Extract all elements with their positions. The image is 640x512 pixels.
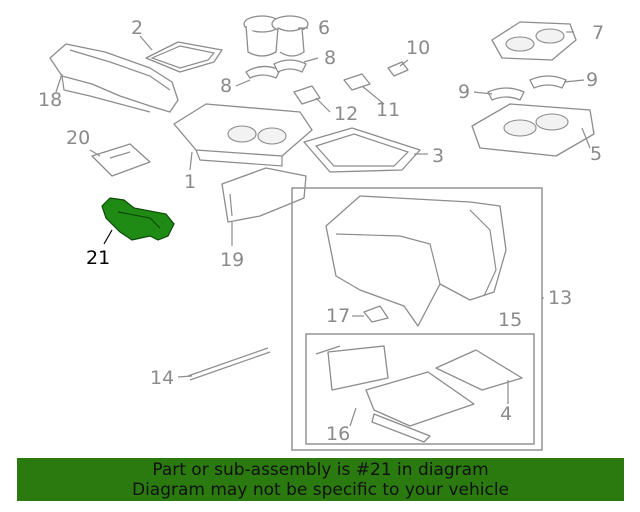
part-5-bezel <box>471 103 595 157</box>
callout-8-left: 8 <box>220 75 232 97</box>
callout-11: 11 <box>376 99 400 121</box>
callout-10: 10 <box>406 37 430 59</box>
callout-15: 15 <box>498 309 522 331</box>
callout-2: 2 <box>131 17 143 39</box>
box-13 <box>291 187 543 451</box>
callout-20: 20 <box>66 127 90 149</box>
callout-21: 21 <box>86 247 110 269</box>
callout-19: 19 <box>220 249 244 271</box>
part-3-mat <box>303 127 421 173</box>
part-13-console-body <box>325 195 507 327</box>
part-19-panel <box>221 167 307 223</box>
banner-line-2: Diagram may not be specific to your vehi… <box>131 480 509 500</box>
part-2-tray <box>145 41 223 73</box>
banner-line-1: Part or sub-assembly is #21 in diagram <box>152 460 489 480</box>
callout-12: 12 <box>334 103 358 125</box>
callout-4: 4 <box>500 403 512 425</box>
part-11-connector <box>343 73 371 91</box>
part-17-clip <box>363 305 389 323</box>
part-8-clips <box>245 59 307 79</box>
part-12-bracket <box>293 85 321 105</box>
callout-9-right: 9 <box>586 69 598 91</box>
callout-3: 3 <box>432 145 444 167</box>
box-15 <box>305 333 535 445</box>
callout-14: 14 <box>150 367 174 389</box>
callout-8-right: 8 <box>324 47 336 69</box>
callout-16: 16 <box>326 423 350 445</box>
callout-13: 13 <box>548 287 572 309</box>
part-7-cup-holder <box>491 21 577 61</box>
callout-17: 17 <box>326 305 350 327</box>
part-20-pad <box>91 143 151 177</box>
part-18-trim-panel <box>49 43 179 113</box>
part-14-rod <box>187 347 271 381</box>
part-21-assembly-highlighted <box>101 197 175 241</box>
callout-labels: 2 6 7 8 8 10 11 12 9 9 5 1 3 20 18 19 13… <box>38 17 604 445</box>
callout-1: 1 <box>184 171 196 193</box>
part-10-plug <box>387 61 409 77</box>
info-banner: Part or sub-assembly is #21 in diagram D… <box>17 458 624 501</box>
callout-5: 5 <box>590 143 602 165</box>
leader-lines <box>55 27 591 427</box>
callout-18: 18 <box>38 89 62 111</box>
part-6-cup-holder <box>243 15 309 57</box>
part-15-contents <box>315 345 523 443</box>
callout-7: 7 <box>592 22 604 44</box>
part-1-main-tray <box>173 103 313 167</box>
callout-9-left: 9 <box>458 81 470 103</box>
parts-diagram: 2 6 7 8 8 10 11 12 9 9 5 1 3 20 18 19 13… <box>38 15 604 451</box>
part-9-rings <box>487 75 567 101</box>
callout-6: 6 <box>318 17 330 39</box>
